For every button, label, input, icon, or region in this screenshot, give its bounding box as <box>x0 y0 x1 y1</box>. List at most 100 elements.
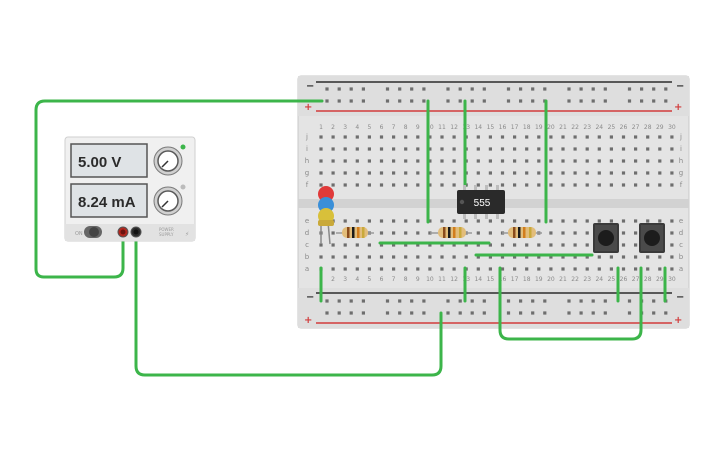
breadboard-hole[interactable] <box>440 171 444 175</box>
breadboard-hole[interactable] <box>398 311 402 315</box>
breadboard-hole[interactable] <box>452 147 456 151</box>
power-supply[interactable]: 5.00 V 8.24 mA ON POWER SUPPLY ⚡ <box>64 136 196 242</box>
breadboard-hole[interactable] <box>440 135 444 139</box>
breadboard-hole[interactable] <box>500 183 505 187</box>
breadboard-hole[interactable] <box>506 99 511 103</box>
breadboard-hole[interactable] <box>428 255 432 259</box>
breadboard-hole[interactable] <box>519 311 523 315</box>
breadboard-hole[interactable] <box>549 159 553 163</box>
breadboard-hole[interactable] <box>634 147 638 151</box>
breadboard-hole[interactable] <box>343 135 347 139</box>
rgb-led[interactable] <box>318 186 334 245</box>
breadboard-hole[interactable] <box>379 231 384 235</box>
breadboard-hole[interactable] <box>476 147 480 151</box>
breadboard-hole[interactable] <box>392 135 396 139</box>
breadboard-hole[interactable] <box>670 183 674 187</box>
breadboard-hole[interactable] <box>398 299 402 303</box>
breadboard-hole[interactable] <box>488 243 492 247</box>
breadboard-holes[interactable] <box>319 87 674 315</box>
breadboard-hole[interactable] <box>561 243 565 247</box>
breadboard-hole[interactable] <box>579 299 583 303</box>
breadboard-hole[interactable] <box>355 159 359 163</box>
breadboard-hole[interactable] <box>367 243 371 247</box>
breadboard-hole[interactable] <box>404 159 408 163</box>
breadboard-hole[interactable] <box>500 243 505 247</box>
breadboard-hole[interactable] <box>416 231 420 235</box>
breadboard-hole[interactable] <box>392 147 396 151</box>
breadboard-hole[interactable] <box>367 219 371 223</box>
current-knob[interactable] <box>153 186 183 216</box>
breadboard-hole[interactable] <box>446 311 450 315</box>
breadboard-hole[interactable] <box>476 135 480 139</box>
breadboard-hole[interactable] <box>404 255 408 259</box>
breadboard-hole[interactable] <box>343 255 347 259</box>
breadboard-hole[interactable] <box>525 159 529 163</box>
breadboard-hole[interactable] <box>573 171 577 175</box>
breadboard-hole[interactable] <box>470 99 474 103</box>
breadboard-hole[interactable] <box>579 87 583 91</box>
breadboard-hole[interactable] <box>513 267 517 271</box>
breadboard-hole[interactable] <box>591 311 595 315</box>
breadboard-hole[interactable] <box>361 299 365 303</box>
breadboard-hole[interactable] <box>597 159 601 163</box>
breadboard-hole[interactable] <box>355 219 359 223</box>
breadboard-hole[interactable] <box>658 183 662 187</box>
breadboard-hole[interactable] <box>646 135 650 139</box>
breadboard-hole[interactable] <box>337 87 341 91</box>
breadboard-hole[interactable] <box>319 255 323 259</box>
wires[interactable] <box>34 99 667 377</box>
breadboard-hole[interactable] <box>561 171 565 175</box>
breadboard-hole[interactable] <box>379 243 384 247</box>
breadboard-hole[interactable] <box>525 183 529 187</box>
breadboard-hole[interactable] <box>422 87 426 91</box>
breadboard-hole[interactable] <box>621 219 626 223</box>
breadboard-hole[interactable] <box>488 219 492 223</box>
button-cap[interactable] <box>598 230 614 246</box>
breadboard-hole[interactable] <box>543 87 547 91</box>
breadboard-hole[interactable] <box>658 171 662 175</box>
breadboard-hole[interactable] <box>652 87 656 91</box>
breadboard-hole[interactable] <box>585 219 589 223</box>
breadboard-hole[interactable] <box>404 231 408 235</box>
breadboard-hole[interactable] <box>319 183 323 187</box>
breadboard-hole[interactable] <box>561 255 565 259</box>
breadboard-hole[interactable] <box>482 99 486 103</box>
breadboard-hole[interactable] <box>349 311 353 315</box>
breadboard-hole[interactable] <box>476 171 480 175</box>
breadboard-hole[interactable] <box>513 255 517 259</box>
breadboard-hole[interactable] <box>482 311 486 315</box>
breadboard-hole[interactable] <box>464 219 468 223</box>
breadboard-hole[interactable] <box>634 159 638 163</box>
breadboard-hole[interactable] <box>416 219 420 223</box>
breadboard-hole[interactable] <box>670 267 674 271</box>
breadboard-hole[interactable] <box>621 243 626 247</box>
breadboard-hole[interactable] <box>410 299 414 303</box>
breadboard-hole[interactable] <box>531 99 535 103</box>
breadboard-hole[interactable] <box>482 299 486 303</box>
breadboard-hole[interactable] <box>488 267 492 271</box>
breadboard-hole[interactable] <box>367 159 371 163</box>
breadboard-hole[interactable] <box>537 135 541 139</box>
breadboard-hole[interactable] <box>422 99 426 103</box>
breadboard-hole[interactable] <box>343 147 347 151</box>
breadboard-hole[interactable] <box>379 219 384 223</box>
breadboard-hole[interactable] <box>398 87 402 91</box>
breadboard-hole[interactable] <box>579 311 583 315</box>
breadboard-hole[interactable] <box>331 243 335 247</box>
breadboard-hole[interactable] <box>404 219 408 223</box>
breadboard-hole[interactable] <box>500 171 505 175</box>
breadboard-hole[interactable] <box>591 299 595 303</box>
breadboard-hole[interactable] <box>361 87 365 91</box>
breadboard-hole[interactable] <box>658 219 662 223</box>
breadboard-hole[interactable] <box>525 267 529 271</box>
breadboard-hole[interactable] <box>573 231 577 235</box>
breadboard-hole[interactable] <box>416 267 420 271</box>
breadboard-hole[interactable] <box>537 219 541 223</box>
breadboard-hole[interactable] <box>634 243 638 247</box>
breadboard-hole[interactable] <box>404 171 408 175</box>
breadboard-hole[interactable] <box>476 231 480 235</box>
breadboard-hole[interactable] <box>331 183 335 187</box>
breadboard-hole[interactable] <box>543 311 547 315</box>
breadboard-hole[interactable] <box>591 87 595 91</box>
breadboard-hole[interactable] <box>652 99 656 103</box>
